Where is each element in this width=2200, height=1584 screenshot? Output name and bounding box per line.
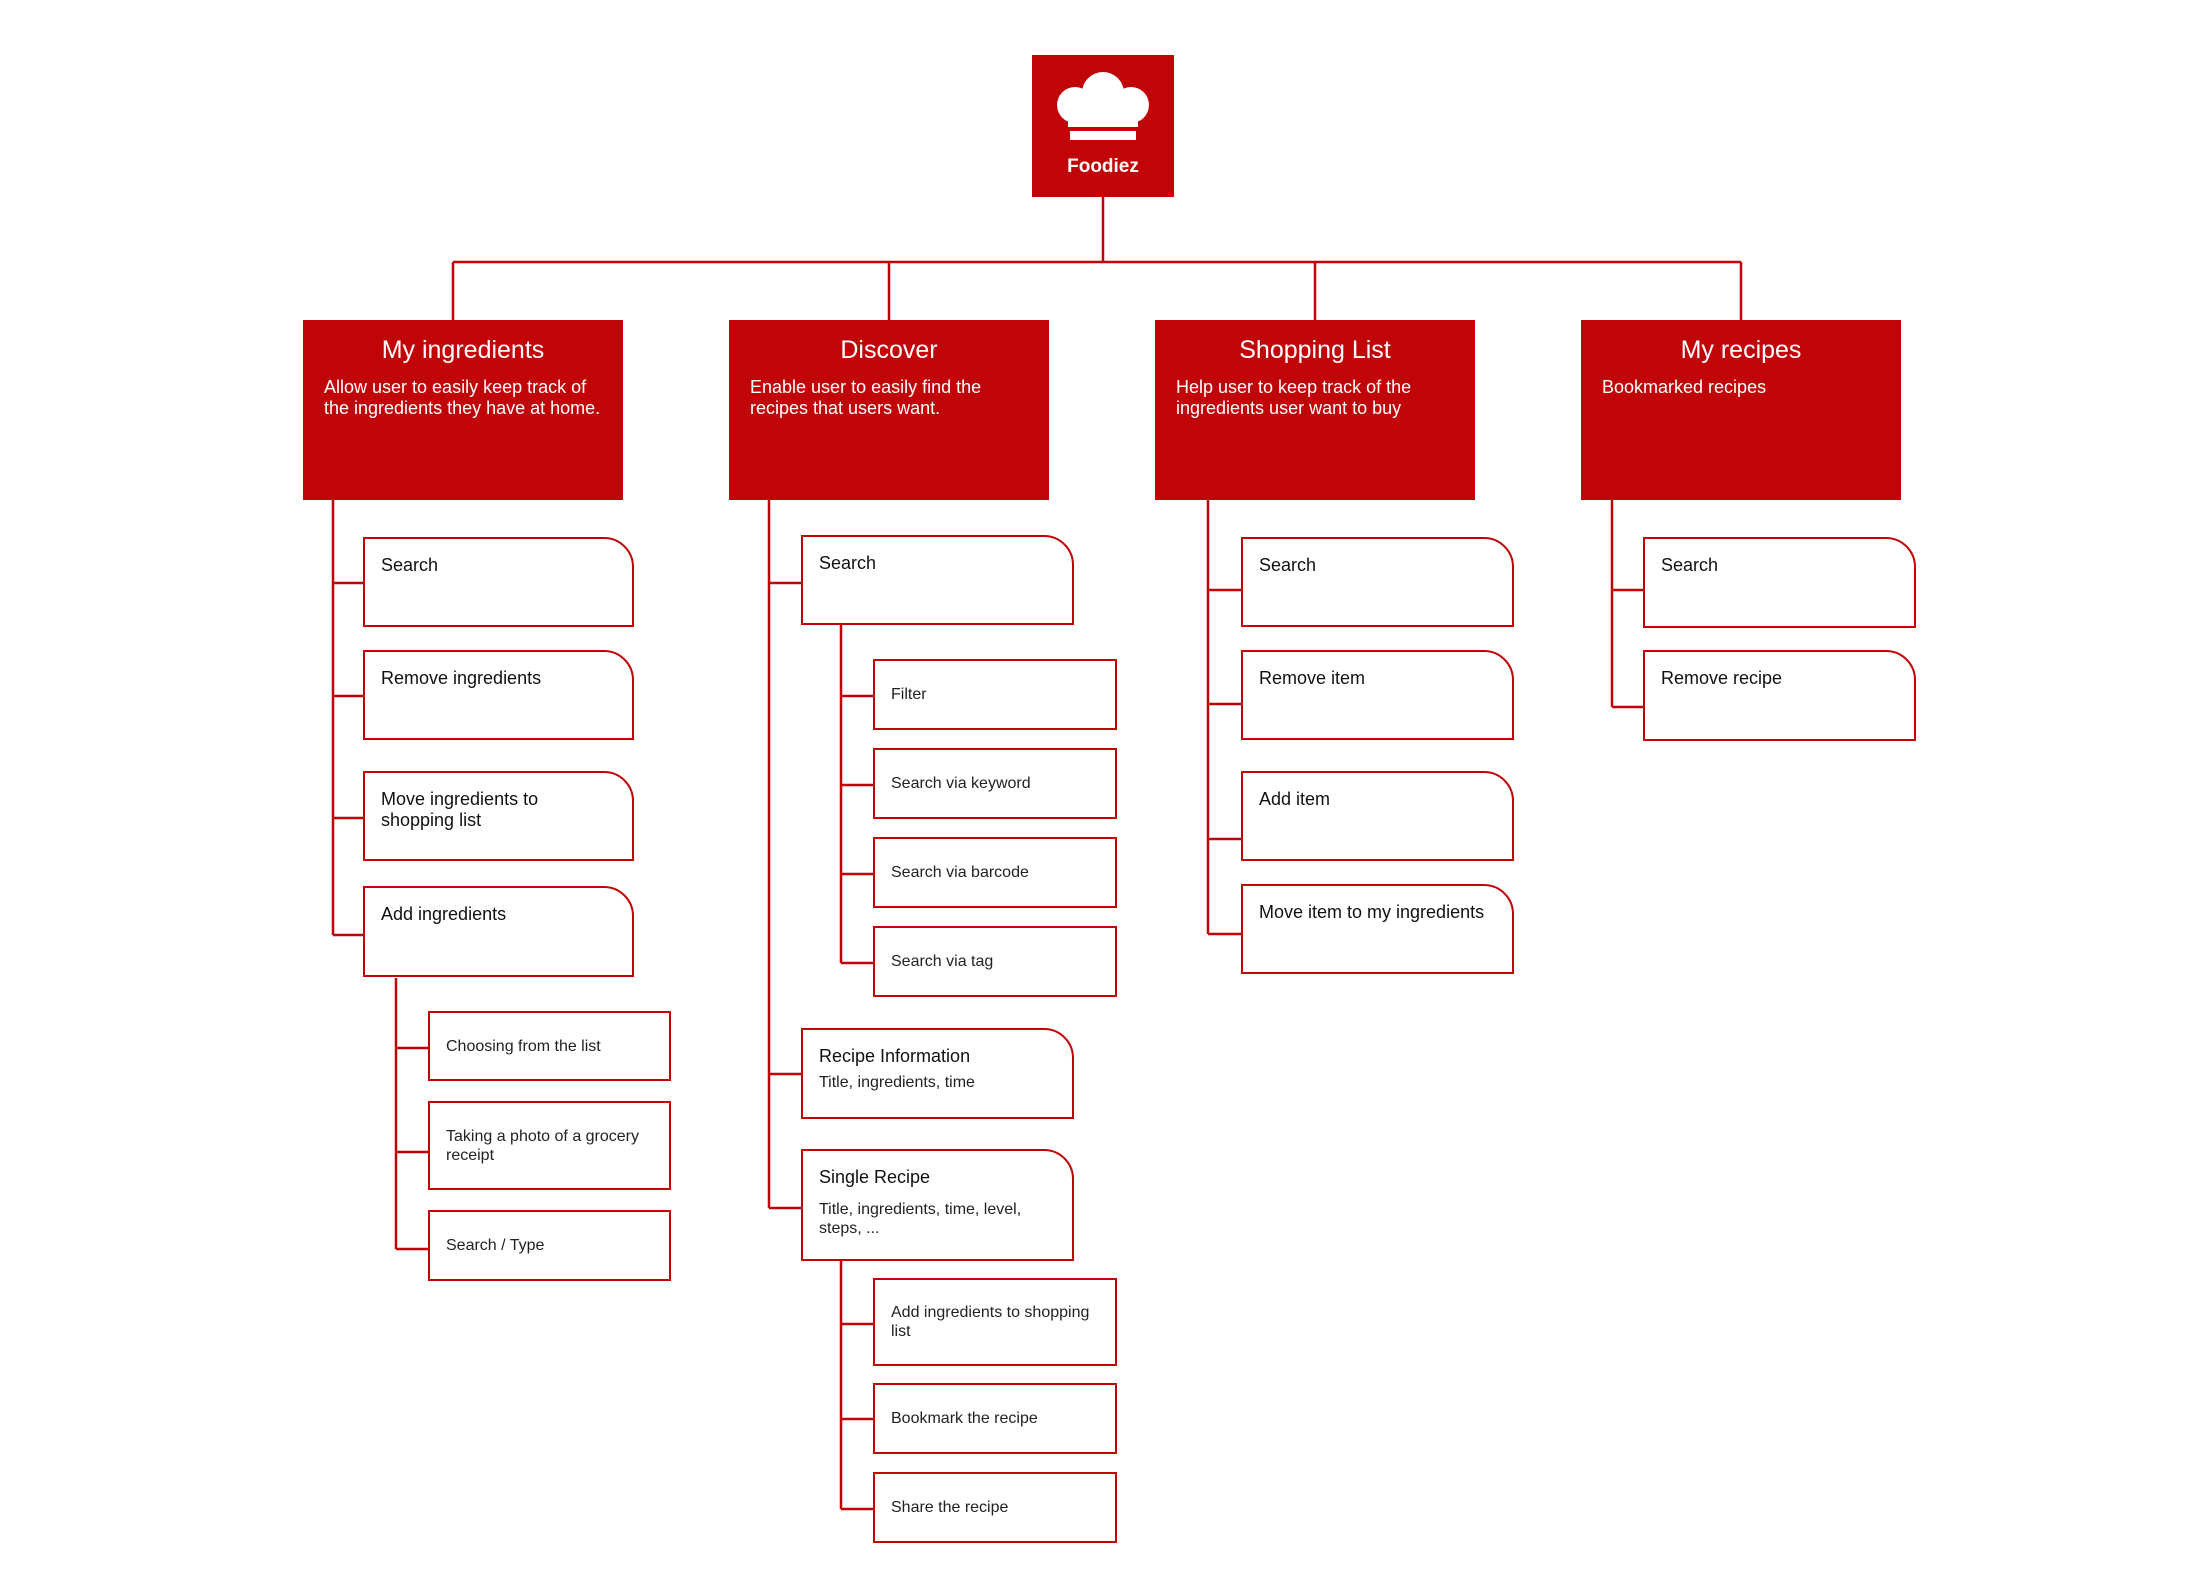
- node-label: Add ingredients: [381, 904, 507, 924]
- leaf-search-via-tag[interactable]: Search via tag: [873, 926, 1117, 997]
- category-my-recipes[interactable]: My recipes Bookmarked recipes: [1581, 320, 1901, 500]
- node-search[interactable]: Search: [363, 537, 634, 627]
- root-title: Foodiez: [1067, 156, 1139, 177]
- node-search[interactable]: Search: [801, 535, 1074, 625]
- node-label: Remove ingredients: [381, 668, 542, 688]
- leaf-filter[interactable]: Filter: [873, 659, 1117, 730]
- category-title: Discover: [840, 336, 938, 364]
- node-detail: Title, ingredients, time, level, steps, …: [819, 1201, 1022, 1237]
- leaf-taking-a-photo-of-a-grocery-receipt[interactable]: Taking a photo of a grocery receipt: [428, 1101, 671, 1190]
- node-detail: Title, ingredients, time: [819, 1074, 975, 1091]
- category-title: My recipes: [1680, 336, 1802, 364]
- node-search[interactable]: Search: [1643, 537, 1916, 628]
- node-label: Remove item: [1259, 668, 1366, 688]
- leaf-search-via-keyword[interactable]: Search via keyword: [873, 748, 1117, 819]
- leaf-search-via-barcode[interactable]: Search via barcode: [873, 837, 1117, 908]
- leaf-bookmark-the-recipe[interactable]: Bookmark the recipe: [873, 1383, 1117, 1454]
- category-description: Help user to keep track of the ingredien…: [1176, 377, 1412, 418]
- node-label: Single Recipe: [819, 1167, 931, 1187]
- node-move-item-to-my-ingredients[interactable]: Move item to my ingredients: [1241, 884, 1514, 974]
- node-remove-item[interactable]: Remove item: [1241, 650, 1514, 740]
- category-description: Allow user to easily keep track of the i…: [324, 377, 601, 418]
- leaf-choosing-from-the-list[interactable]: Choosing from the list: [428, 1011, 671, 1081]
- category-discover[interactable]: Discover Enable user to easily find the …: [729, 320, 1049, 500]
- node-label: Search: [1661, 555, 1719, 575]
- node-label: Search: [819, 553, 877, 573]
- leaf-add-ingredients-to-shopping-list[interactable]: Add ingredients to shopping list: [873, 1278, 1117, 1366]
- leaf-search-type[interactable]: Search / Type: [428, 1210, 671, 1281]
- node-add-ingredients[interactable]: Add ingredients: [363, 886, 634, 977]
- node-label: Search: [381, 555, 439, 575]
- node-add-item[interactable]: Add item: [1241, 771, 1514, 861]
- node-label: Remove recipe: [1661, 668, 1783, 688]
- node-label: Recipe Information: [819, 1046, 971, 1066]
- node-label: Add item: [1259, 789, 1331, 809]
- category-description: Bookmarked recipes: [1602, 377, 1767, 397]
- node-remove-recipe[interactable]: Remove recipe: [1643, 650, 1916, 741]
- node-label: Move ingredients to shopping list: [381, 789, 539, 830]
- category-title: Shopping List: [1239, 336, 1391, 364]
- node-label: Move item to my ingredients: [1259, 902, 1485, 922]
- category-my-ingredients[interactable]: My ingredients Allow user to easily keep…: [303, 320, 623, 500]
- leaf-share-the-recipe[interactable]: Share the recipe: [873, 1472, 1117, 1543]
- node-move-ingredients-to-shopping-list[interactable]: Move ingredients to shopping list: [363, 771, 634, 861]
- category-description: Enable user to easily find the recipes t…: [750, 377, 982, 418]
- node-search[interactable]: Search: [1241, 537, 1514, 627]
- node-single-recipe[interactable]: Single Recipe Title, ingredients, time, …: [801, 1149, 1074, 1261]
- node-remove-ingredients[interactable]: Remove ingredients: [363, 650, 634, 740]
- category-title: My ingredients: [381, 336, 545, 364]
- node-recipe-information[interactable]: Recipe Information Title, ingredients, t…: [801, 1028, 1074, 1119]
- node-label: Search: [1259, 555, 1317, 575]
- category-shopping-list[interactable]: Shopping List Help user to keep track of…: [1155, 320, 1475, 500]
- chef-hat-icon: [1057, 72, 1149, 140]
- root-node-foodiez[interactable]: Foodiez: [1032, 55, 1174, 197]
